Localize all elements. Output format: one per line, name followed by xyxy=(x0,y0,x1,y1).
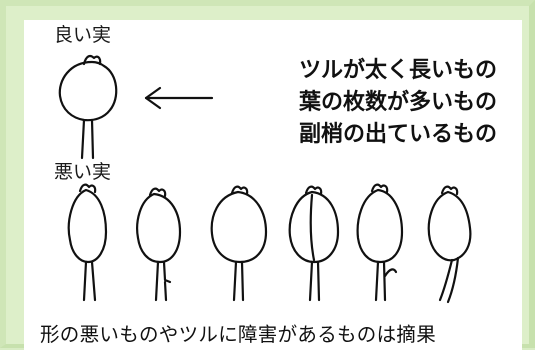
bad-fruit-1 xyxy=(67,183,108,302)
bad-fruit-4 xyxy=(288,185,340,302)
description-line-1: ツルが太く長いもの xyxy=(298,58,497,83)
good-fruit-illustration xyxy=(58,54,118,160)
description-line-3: 副梢の出ているもの xyxy=(298,122,497,147)
arrow-left-icon xyxy=(144,86,214,110)
bad-fruit-label: 悪い実 xyxy=(54,161,112,183)
good-fruit-label: 良い実 xyxy=(54,24,112,46)
bad-fruit-5 xyxy=(356,183,404,302)
footer-note: 形の悪いものやツルに障害があるものは摘果 xyxy=(40,323,437,346)
bad-fruit-6 xyxy=(427,185,472,304)
description-line-2: 葉の枚数が多いもの xyxy=(298,90,497,115)
bad-fruit-3 xyxy=(210,185,268,302)
bad-fruit-2 xyxy=(136,187,182,302)
illustration-panel xyxy=(24,20,522,350)
